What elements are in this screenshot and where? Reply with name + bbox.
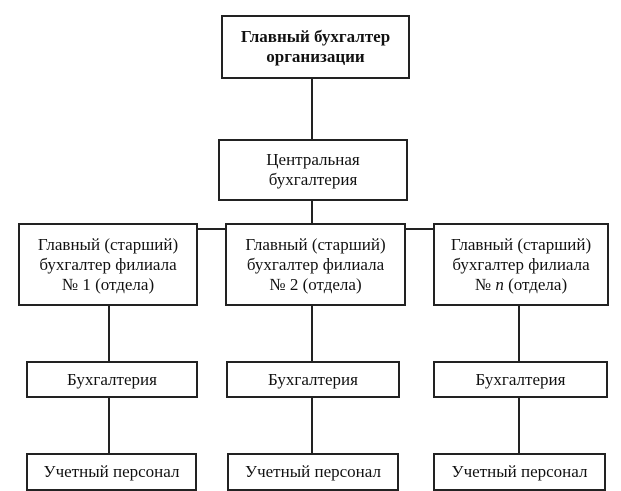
staff-label: Учетный персонал: [43, 462, 180, 481]
accounting-label: Бухгалтерия: [475, 369, 566, 389]
number-prefix: №: [474, 274, 496, 294]
branch-number: 2: [289, 274, 299, 294]
chief-accountant-line1: Главный бухгалтер: [240, 27, 391, 46]
branch-staff-box-1: Учетный персонал: [26, 453, 197, 491]
central-line1: Центральная: [266, 150, 360, 169]
branch-title-line1: Главный (старший): [37, 234, 179, 254]
accounting-label: Бухгалтерия: [268, 369, 358, 389]
connector-line: [518, 398, 520, 453]
branch-accounting-box-2: Бухгалтерия: [226, 361, 400, 398]
accounting-label: Бухгалтерия: [67, 369, 157, 389]
connector-line: [311, 201, 313, 229]
connector-line: [108, 306, 110, 361]
branch-title-line2: бухгалтер филиала: [246, 254, 385, 274]
branch-title-line1: Главный (старший): [245, 234, 386, 254]
staff-label: Учетный персонал: [245, 462, 381, 481]
branch-title-line2: бухгалтер филиала: [39, 254, 177, 274]
connector-line: [311, 79, 313, 139]
number-suffix: (отдела): [90, 274, 155, 294]
connector-line: [108, 398, 110, 453]
branch-number: n: [495, 274, 504, 294]
branch-accounting-box-n: Бухгалтерия: [433, 361, 608, 398]
number-prefix: №: [61, 274, 83, 294]
staff-label: Учетный персонал: [451, 462, 588, 481]
branch-accounting-box-1: Бухгалтерия: [26, 361, 198, 398]
number-suffix: (отдела): [503, 274, 568, 294]
branch-title-line1: Главный (старший): [450, 234, 592, 254]
number-prefix: №: [269, 274, 290, 294]
connector-line: [518, 306, 520, 361]
branch-title-line2: бухгалтер филиала: [452, 254, 590, 274]
branch-number: 1: [82, 274, 91, 294]
connector-line: [311, 398, 313, 453]
chief-accountant-line2: организации: [266, 47, 365, 66]
branch-staff-box-n: Учетный персонал: [433, 453, 606, 491]
central-line2: бухгалтерия: [268, 170, 358, 189]
branch-staff-box-2: Учетный персонал: [227, 453, 399, 491]
connector-line: [311, 306, 313, 361]
number-suffix: (отдела): [298, 274, 362, 294]
